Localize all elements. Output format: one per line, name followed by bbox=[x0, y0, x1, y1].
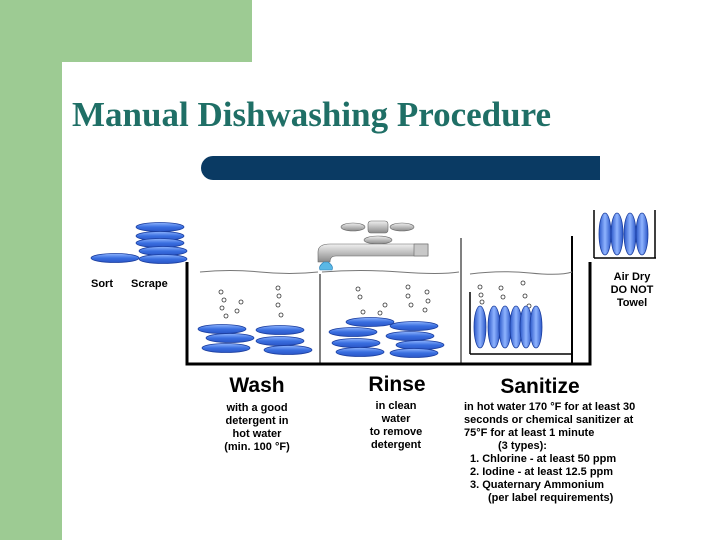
wash-line: detergent in bbox=[225, 415, 289, 427]
sanitize-heading: Sanitize bbox=[500, 375, 580, 398]
sanitize-line: in hot water 170 °F for at least 30 bbox=[464, 401, 636, 413]
air-dry-dishes bbox=[598, 212, 649, 256]
sort-plate bbox=[90, 253, 140, 263]
air-dry-line: Air Dry bbox=[613, 271, 651, 283]
sanitize-line: seconds or chemical sanitizer at bbox=[464, 414, 634, 426]
water-line-sanitize bbox=[469, 271, 573, 275]
rinse-line: in clean bbox=[375, 400, 417, 412]
water-line-wash bbox=[199, 270, 319, 274]
rinse-description: in clean water to remove detergent bbox=[346, 400, 446, 452]
sort-label: Sort bbox=[91, 278, 113, 290]
sanitize-line: (per label requirements) bbox=[488, 492, 614, 504]
rinse-dishes bbox=[328, 317, 445, 358]
rinse-line: to remove bbox=[369, 426, 423, 438]
sanitize-line: 2. Iodine - at least 12.5 ppm bbox=[470, 466, 614, 478]
sink-outline bbox=[185, 262, 592, 366]
scrape-label: Scrape bbox=[131, 278, 168, 290]
water-line-rinse bbox=[321, 270, 460, 274]
page-title: Manual Dishwashing Procedure bbox=[72, 95, 552, 134]
rinse-heading: Rinse bbox=[368, 373, 426, 396]
title-underline-bar bbox=[213, 156, 600, 180]
air-dry-line: DO NOT bbox=[610, 284, 654, 296]
sanitize-line: 3. Quaternary Ammonium bbox=[470, 479, 605, 491]
wash-line: with a good bbox=[226, 402, 288, 414]
sanitize-line: 1. Chlorine - at least 50 ppm bbox=[470, 453, 617, 465]
wash-heading: Wash bbox=[229, 374, 285, 397]
green-side-band bbox=[0, 0, 62, 540]
faucet-icon bbox=[317, 220, 429, 271]
wash-dishes bbox=[197, 324, 313, 355]
wash-bubbles bbox=[218, 285, 284, 319]
wash-line: hot water bbox=[232, 428, 282, 440]
air-dry-line: Towel bbox=[616, 297, 648, 309]
rinse-line: water bbox=[381, 413, 411, 425]
sanitize-description: in hot water 170 °F for at least 30 seco… bbox=[464, 401, 654, 505]
sanitize-rack bbox=[469, 292, 572, 355]
sanitize-bubbles bbox=[477, 280, 532, 309]
air-dry-label: Air Dry DO NOT Towel bbox=[598, 271, 666, 310]
rinse-line: detergent bbox=[370, 439, 422, 451]
sanitize-line: 75°F for at least 1 minute bbox=[464, 427, 595, 439]
wash-temp: (min. 100 °F) bbox=[224, 441, 290, 453]
wash-description: with a good detergent in hot water (min.… bbox=[200, 402, 314, 454]
scrape-plate-stack bbox=[135, 222, 188, 264]
sanitize-dishes bbox=[473, 305, 543, 349]
sanitize-line: (3 types): bbox=[498, 440, 547, 452]
air-dry-rack bbox=[593, 210, 656, 259]
rinse-bubbles bbox=[355, 284, 431, 316]
